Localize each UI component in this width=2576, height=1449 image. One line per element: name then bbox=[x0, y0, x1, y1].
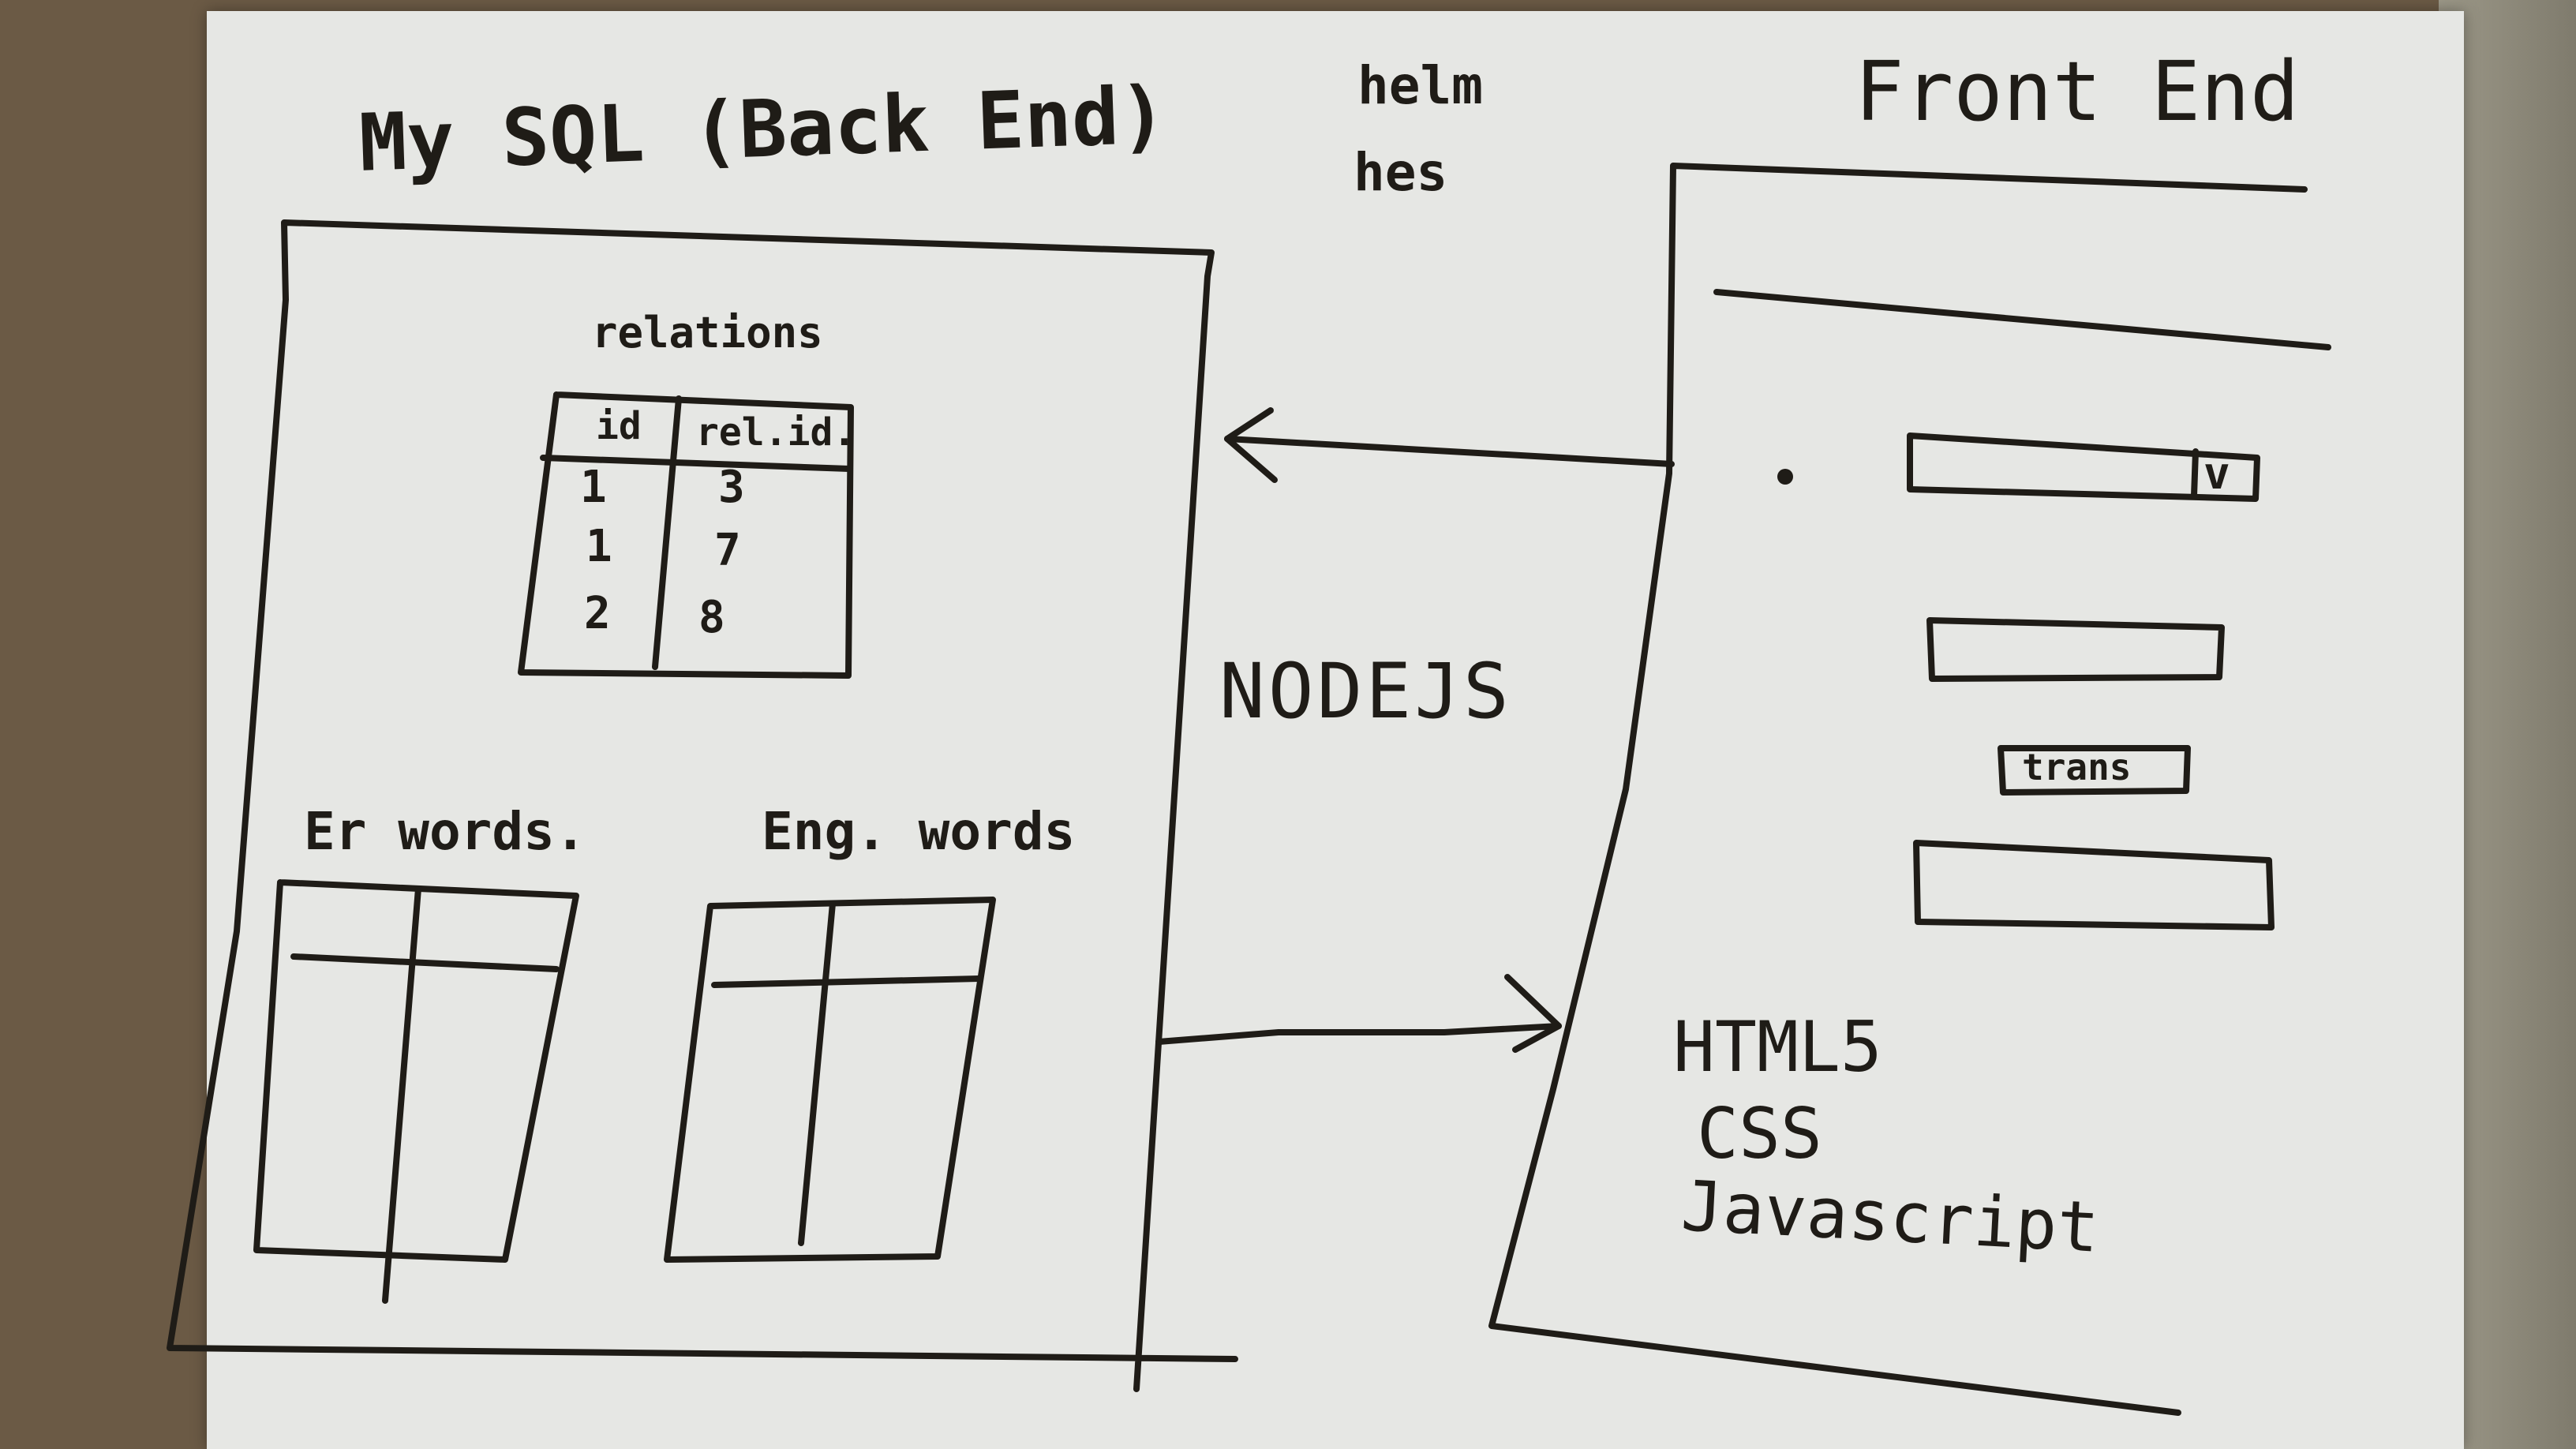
eng-words-table-grid bbox=[664, 897, 996, 1263]
tech-html5: HTML5 bbox=[1673, 1006, 1882, 1088]
dropdown-field[interactable] bbox=[1907, 432, 2260, 502]
relations-cell: 1 bbox=[586, 521, 612, 572]
relations-header-id: id bbox=[596, 404, 642, 448]
paper-sheet bbox=[207, 11, 2464, 1449]
frontend-title: Front End bbox=[1855, 43, 2300, 140]
arrow-frontend-to-backend bbox=[1224, 407, 1675, 483]
tech-css: CSS bbox=[1697, 1093, 1822, 1174]
translate-button[interactable] bbox=[1998, 745, 2191, 796]
translate-button-label[interactable]: trans bbox=[2022, 746, 2132, 788]
relations-cell: 1 bbox=[580, 462, 607, 513]
relations-label: relations bbox=[592, 308, 823, 358]
er-words-label: Er words. bbox=[304, 801, 586, 862]
frontend-box bbox=[1488, 163, 2331, 1416]
relations-cell: 3 bbox=[718, 462, 745, 513]
text-input-field[interactable] bbox=[1926, 617, 2225, 682]
nodejs-label: NODEJS bbox=[1219, 647, 1512, 736]
relations-header-relid: rel.id. bbox=[696, 410, 856, 455]
output-field bbox=[1913, 840, 2275, 930]
bullet-dot bbox=[1777, 469, 1793, 485]
relations-cell: 8 bbox=[698, 592, 725, 643]
dropdown-chevron-icon[interactable]: v bbox=[2203, 448, 2230, 500]
relations-cell: 2 bbox=[584, 588, 611, 639]
arrow-backend-to-frontend bbox=[1155, 974, 1562, 1053]
relations-table-grid bbox=[518, 391, 854, 679]
scribble-text: helm bbox=[1357, 55, 1483, 116]
er-words-table-grid bbox=[253, 879, 579, 1304]
backend-box bbox=[167, 219, 1238, 1392]
scribble-text: hes bbox=[1354, 142, 1448, 203]
relations-cell: 7 bbox=[714, 525, 741, 576]
eng-words-label: Eng. words bbox=[762, 801, 1076, 862]
